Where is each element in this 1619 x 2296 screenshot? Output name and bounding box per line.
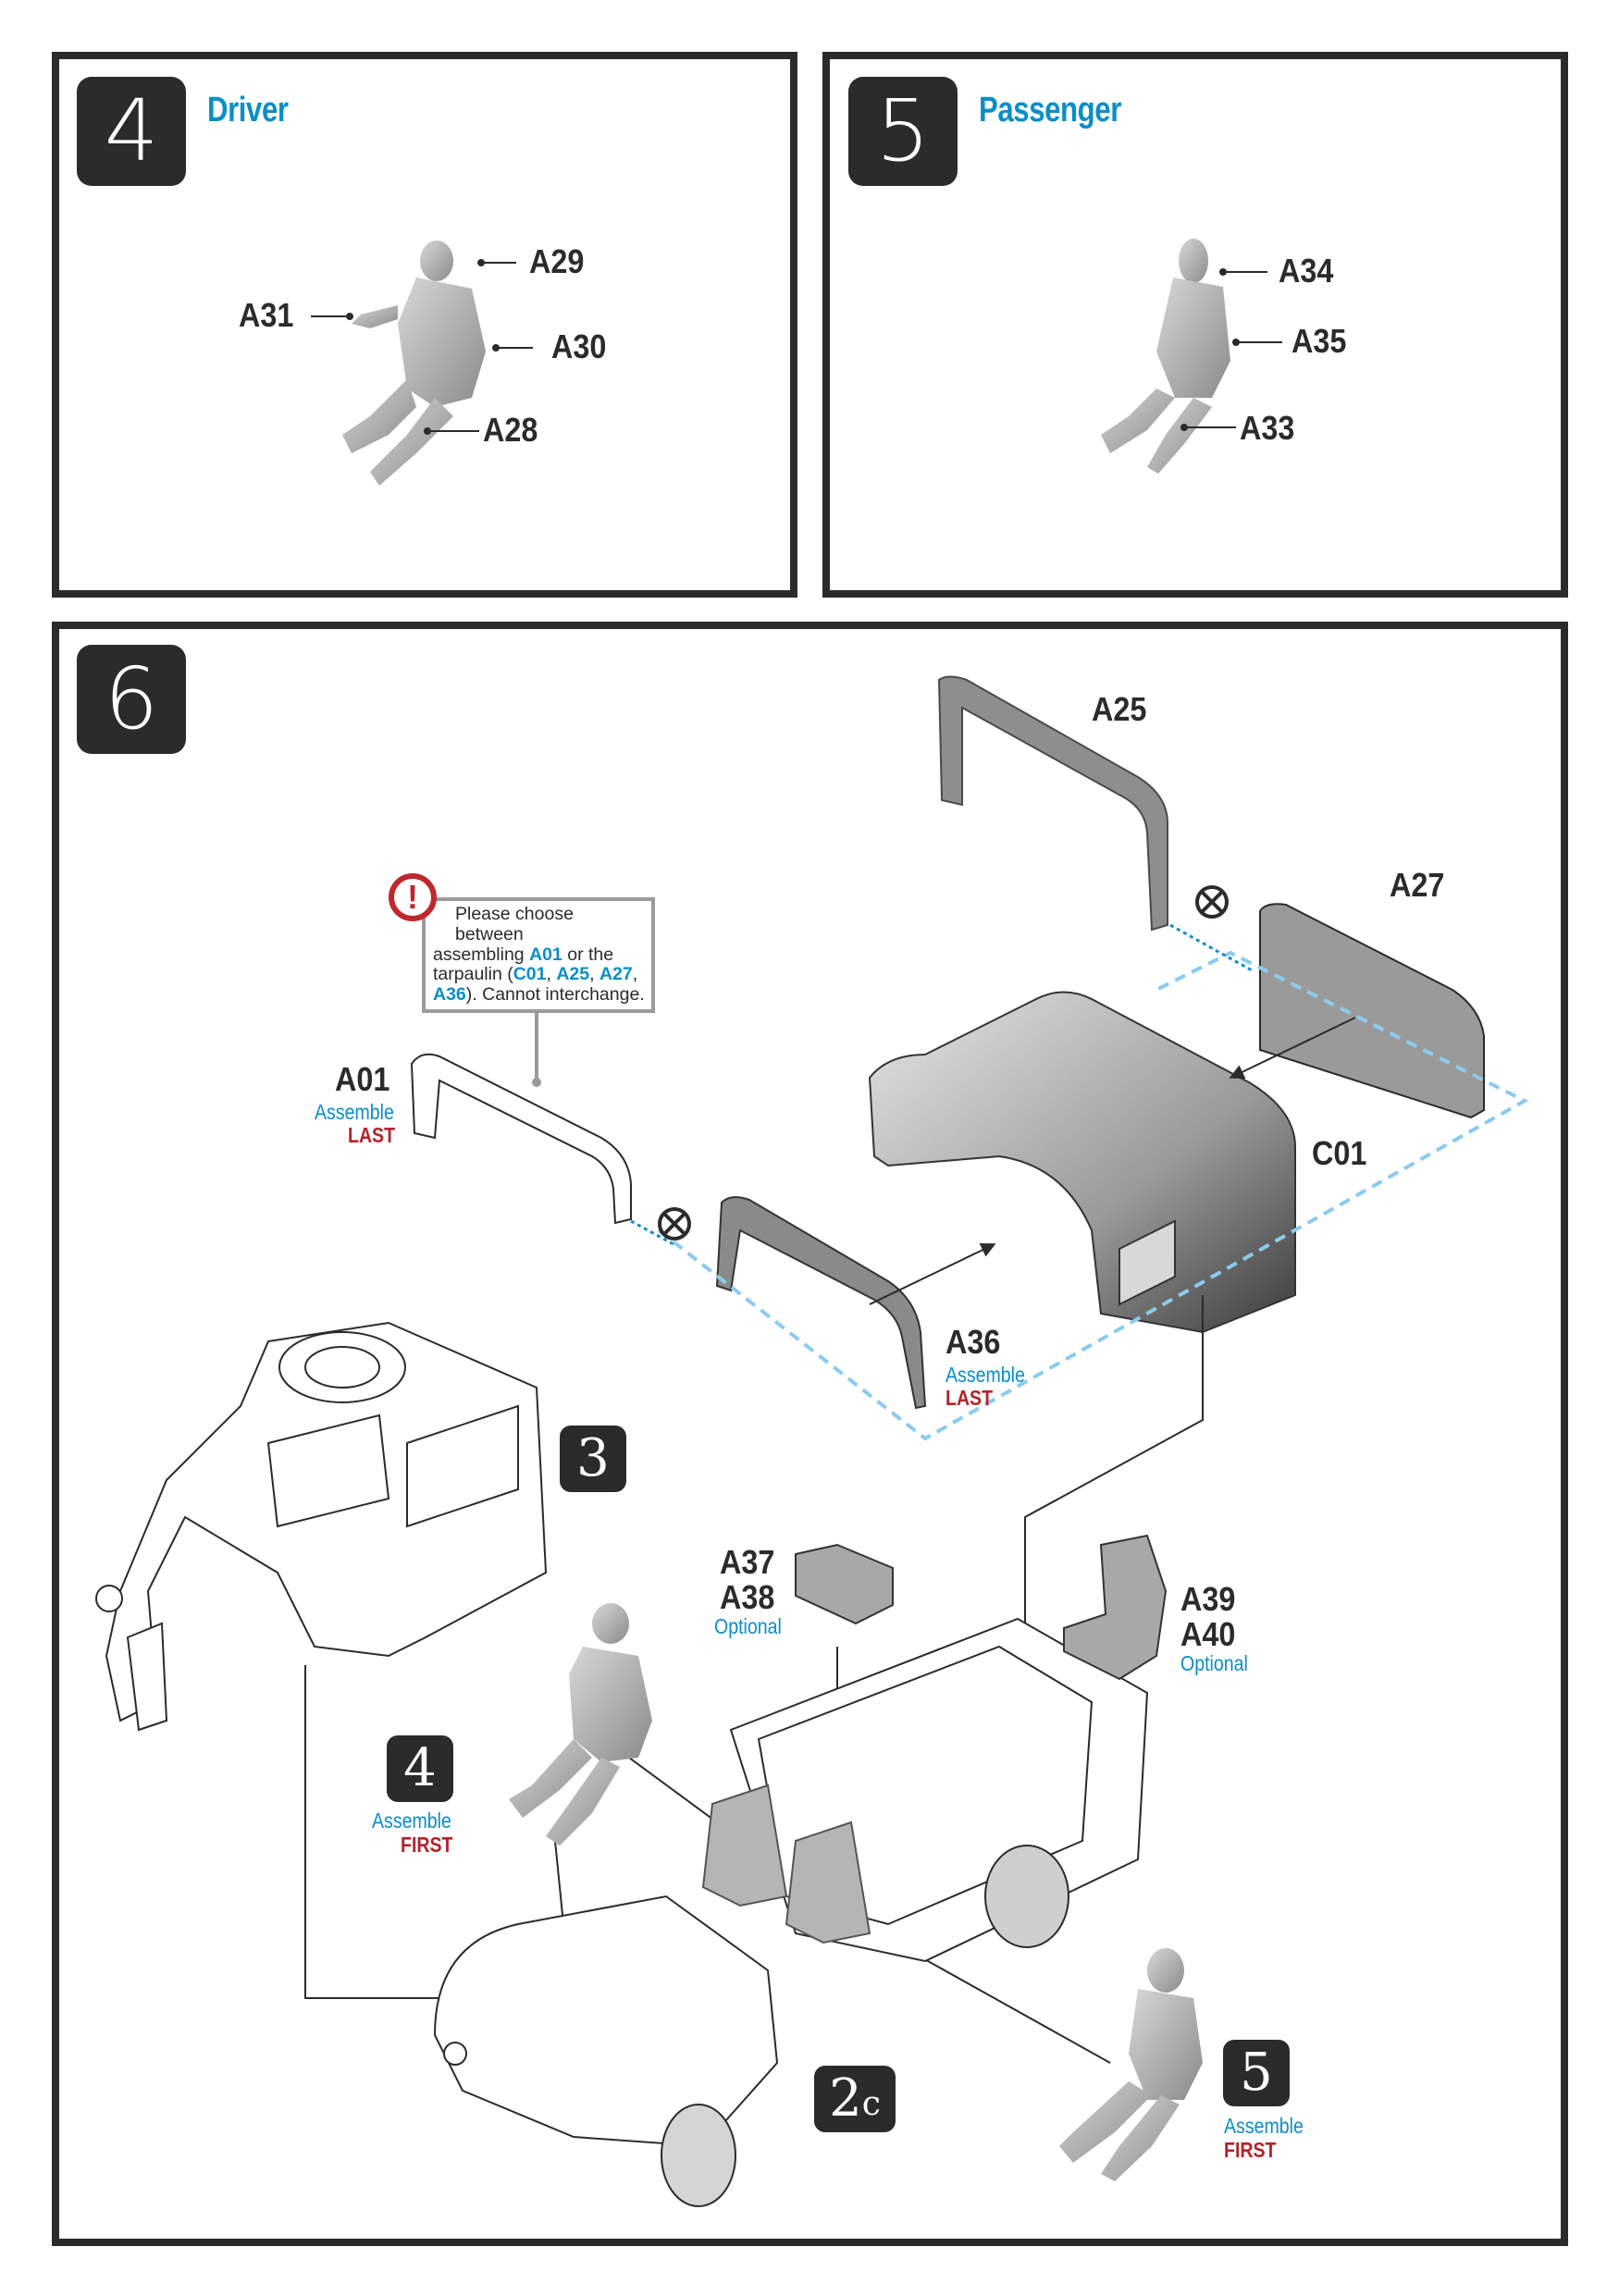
ref-a01: A01: [529, 944, 562, 965]
part-label-a31: A31: [239, 296, 294, 334]
attach-dotted-lines: [630, 923, 1254, 1246]
sub-step-5-first-note: FIRST: [1224, 2138, 1277, 2162]
sub-step-4-first-note: FIRST: [401, 1833, 453, 1857]
passenger-figure: [1101, 239, 1230, 474]
a37-a38-optional-note: Optional: [714, 1614, 782, 1638]
cab-assembly-drawing: [95, 1321, 548, 1732]
part-a39-a40-shape: [1063, 1534, 1168, 1681]
part-label-a27: A27: [1390, 866, 1445, 904]
part-a25-shape: [937, 675, 1168, 932]
part-label-a37: A37: [720, 1543, 775, 1581]
part-a36-shape: [715, 1196, 927, 1410]
part-a37-a38-shape: [795, 1543, 894, 1625]
part-label-a33: A33: [1240, 409, 1295, 447]
part-label-a35: A35: [1291, 322, 1347, 360]
part-label-a25: A25: [1092, 690, 1147, 728]
part-c01-shape: [868, 991, 1296, 1334]
part-label-c01: C01: [1312, 1134, 1367, 1172]
a01-last-note: LAST: [348, 1123, 396, 1147]
sub-step-5-badge: 5: [1223, 2040, 1290, 2106]
part-label-a38: A38: [720, 1578, 775, 1616]
front-seats: [701, 1784, 871, 1944]
step-4-title: Driver: [207, 91, 289, 130]
part-label-a40: A40: [1180, 1615, 1236, 1653]
callout-leader: [532, 1008, 541, 1087]
a36-assemble-note: Assemble: [945, 1363, 1025, 1387]
driver-leader-lines: [311, 259, 533, 435]
ref-a27: A27: [599, 964, 633, 985]
part-a01-shape: [410, 1053, 632, 1225]
part-label-a30: A30: [551, 327, 607, 365]
sub-step-3-badge: 3: [560, 1426, 626, 1492]
passenger-leader-lines: [1180, 268, 1282, 431]
step-5-badge: 5: [848, 77, 958, 186]
ref-a25: A25: [556, 964, 590, 985]
attach-symbol-icon: [658, 885, 1229, 1241]
warning-callout: Please choose between assembling A01 or …: [422, 897, 655, 1014]
part-label-a28: A28: [483, 411, 538, 449]
ref-c01: C01: [513, 964, 547, 985]
ref-a36: A36: [433, 984, 466, 1006]
part-label-a34: A34: [1279, 252, 1334, 290]
warning-exclamation-icon: !: [389, 873, 437, 921]
step-4-badge: 4: [77, 77, 186, 186]
part-label-a36: A36: [945, 1323, 1001, 1361]
passenger-figure-step6: [1059, 1948, 1203, 2181]
a01-assemble-note: Assemble: [315, 1100, 394, 1124]
tarp-window: [1118, 1219, 1176, 1306]
sub-step-5-assemble-note: Assemble: [1224, 2114, 1304, 2138]
part-a27-shape: [1259, 903, 1485, 1119]
sub-step-4-assemble-note: Assemble: [372, 1808, 451, 1833]
part-label-a01: A01: [335, 1060, 390, 1098]
step-5-title: Passenger: [979, 91, 1121, 130]
part-label-a29: A29: [529, 242, 585, 280]
sub-step-4-badge: 4: [387, 1735, 453, 1802]
a39-a40-optional-note: Optional: [1180, 1651, 1248, 1675]
tarpaulin-outline: [657, 950, 1529, 1441]
step-6-badge: 6: [77, 645, 186, 754]
part-label-a39: A39: [1180, 1580, 1236, 1618]
a36-last-note: LAST: [945, 1386, 994, 1410]
driver-figure: [342, 241, 486, 486]
driver-figure-step6: [509, 1603, 652, 1845]
